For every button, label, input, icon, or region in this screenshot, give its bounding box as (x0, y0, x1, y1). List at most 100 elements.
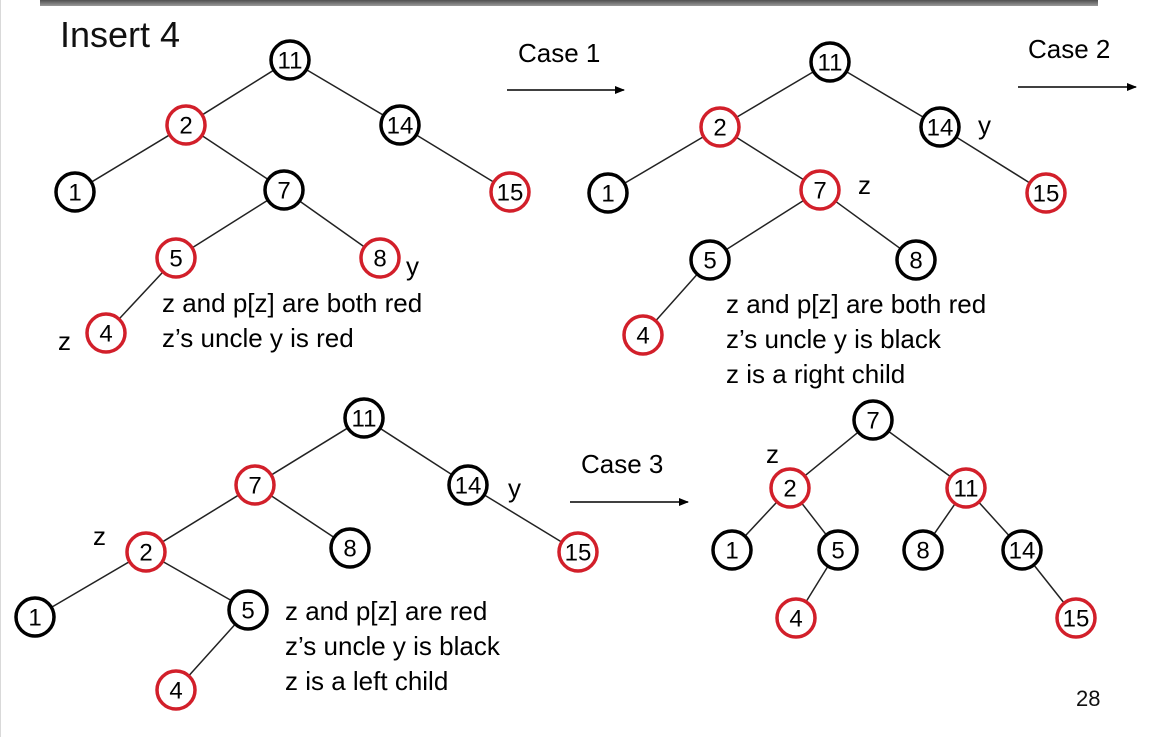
tree-node-key: 7 (866, 408, 879, 435)
tree-node-key: 5 (703, 248, 716, 275)
tree-node-red (775, 597, 817, 639)
tree-node-red (359, 237, 401, 279)
tree-node-key: 4 (789, 606, 802, 633)
tree-edge (845, 71, 925, 118)
tree-node-black (343, 397, 385, 439)
tree-edge (744, 501, 778, 537)
tree-edge (161, 494, 240, 543)
transition-label: Case 1 (518, 38, 600, 68)
tree-node-key: 7 (813, 178, 826, 205)
tree-node-key: 14 (927, 115, 954, 142)
tree-node-black (329, 527, 371, 569)
tree-node-black (227, 589, 269, 631)
tree-node-black (711, 529, 753, 571)
tree-node-red (1025, 172, 1067, 214)
case-condition-note: z is a left child (285, 666, 448, 696)
case-condition-note: z’s uncle y is red (162, 323, 354, 353)
tree-node-key: 8 (909, 248, 922, 275)
tree-node-key: 14 (1009, 538, 1036, 565)
tree-node-key: 5 (831, 538, 844, 565)
tree-node-key: 8 (916, 538, 929, 565)
tree-node-key: 5 (241, 598, 254, 625)
tree-node-key: 11 (352, 406, 377, 433)
tree-node-key: 4 (636, 323, 649, 350)
tree-edge (201, 69, 275, 116)
tree-edge (118, 271, 164, 320)
tree-node-key: 14 (387, 113, 414, 140)
page-number: 28 (1076, 686, 1101, 711)
tree-edge (270, 427, 349, 476)
tree-edge (162, 560, 232, 602)
tree-edge (655, 273, 698, 322)
tree-node-red (557, 531, 599, 573)
tree-node-key: 8 (373, 246, 386, 273)
tree-edge (805, 565, 829, 603)
tree-node-red (622, 314, 664, 356)
pointer-label-z: z (766, 439, 779, 469)
tree-node-red (769, 467, 811, 509)
tree-edge (887, 430, 952, 478)
case-condition-note: z’s uncle y is black (285, 631, 501, 661)
tree-edge (933, 503, 956, 535)
tree-node-key: 15 (565, 540, 592, 567)
tree-edge (270, 494, 335, 539)
pointer-label-y: y (406, 251, 419, 281)
tree-node-red (699, 106, 741, 148)
tree-node-key: 5 (169, 246, 182, 273)
transition-label: Case 3 (581, 449, 663, 479)
tree-node-red (155, 237, 197, 279)
tree-edge (735, 136, 805, 181)
tree-node-key: 1 (725, 538, 738, 565)
tree-node-red (85, 312, 127, 354)
tree-node-key: 14 (455, 473, 482, 500)
tree-node-black (447, 464, 489, 506)
tree-node-red (489, 171, 531, 213)
tree-edge (379, 427, 453, 476)
tree-node-black (269, 39, 311, 81)
pointer-label-y: y (508, 473, 521, 503)
tree-node-key: 11 (278, 48, 303, 75)
tree-node-black (54, 171, 96, 213)
tree-node-black (379, 104, 421, 146)
tree-edge (51, 560, 130, 609)
tree-node-black (14, 596, 56, 638)
slide-title: Insert 4 (60, 14, 181, 55)
tree-node-black (809, 41, 851, 83)
case-condition-note: z and p[z] are both red (726, 289, 986, 319)
tree-edge (201, 134, 269, 181)
tree-node-key: 2 (179, 113, 192, 140)
case-condition-note: z and p[z] are red (285, 596, 487, 626)
tree-node-black (587, 172, 629, 214)
tree-node-key: 8 (343, 536, 356, 563)
tree-edge (483, 494, 563, 543)
tree-edge (305, 69, 385, 116)
case-condition-note: z is a right child (726, 359, 905, 389)
pointer-label-z: z (58, 326, 71, 356)
tree-edge (188, 623, 236, 677)
tree-node-red (155, 669, 197, 711)
tree-edge (90, 134, 171, 183)
tree-node-key: 7 (277, 178, 290, 205)
tree-node-key: 1 (601, 181, 614, 208)
tree-edge (804, 431, 859, 477)
tree-node-red (165, 104, 207, 146)
case-condition-note: z’s uncle y is black (726, 324, 942, 354)
tree-edge (415, 134, 495, 183)
tree-node-key: 4 (169, 678, 182, 705)
tree-node-red (945, 467, 987, 509)
tree-node-key: 15 (497, 180, 524, 207)
tree-edge (834, 200, 902, 250)
tree-node-red (799, 169, 841, 211)
tree-node-key: 15 (1033, 181, 1060, 208)
tree-node-key: 7 (248, 473, 261, 500)
tree-node-black (817, 529, 859, 571)
tree-edge (191, 199, 269, 249)
tree-node-key: 2 (713, 115, 726, 142)
transition-label: Case 2 (1028, 34, 1110, 64)
tree-node-black (263, 169, 305, 211)
tree-edge (978, 501, 1010, 537)
tree-node-key: 2 (139, 540, 152, 567)
tree-node-red (125, 531, 167, 573)
tree-node-key: 2 (783, 476, 796, 503)
